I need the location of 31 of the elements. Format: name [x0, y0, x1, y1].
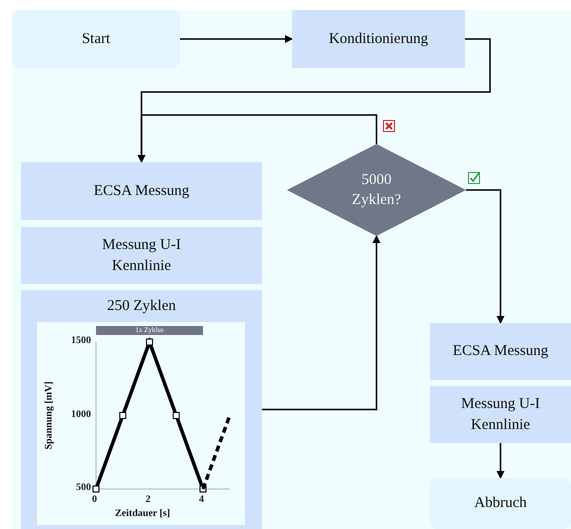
arrow: [262, 235, 380, 410]
node-label: Start: [82, 30, 110, 49]
process-box: [21, 227, 262, 284]
node-label: Abbruch: [474, 494, 527, 514]
terminal-box: [12, 10, 180, 68]
tick-label: 1500: [71, 335, 91, 346]
process-box: [21, 162, 262, 220]
arrow: [180, 35, 293, 43]
arrow: [138, 114, 378, 163]
node-label: ECSA Messung: [452, 342, 548, 362]
axis-title: Zeitdauer [s]: [115, 508, 170, 519]
node-label: ECSA Messung: [94, 182, 190, 201]
tick-label: 2: [146, 494, 150, 505]
tick-label: 4: [199, 494, 204, 505]
tick-label: 0: [92, 494, 97, 505]
tick-label: 1000: [71, 408, 91, 420]
process-box: [292, 10, 465, 68]
node-label: Messung U-I Kennlinie: [460, 395, 541, 434]
process-box: [430, 323, 571, 380]
decision-diamond: [287, 144, 466, 236]
tick-label: 500: [76, 482, 91, 493]
node-label: 250 Zyklen: [107, 297, 176, 316]
arrow: [466, 189, 504, 324]
node-label: 5000 Zyklen?: [350, 170, 402, 210]
process-box: [21, 290, 262, 529]
arrow: [496, 443, 504, 479]
process-box: [430, 386, 571, 443]
node-label: Konditionierung: [328, 30, 428, 49]
node-label: Messung U-I Kennlinie: [101, 236, 182, 276]
terminal-box: [430, 478, 571, 529]
axis-title: Spannung [mV]: [44, 381, 55, 450]
